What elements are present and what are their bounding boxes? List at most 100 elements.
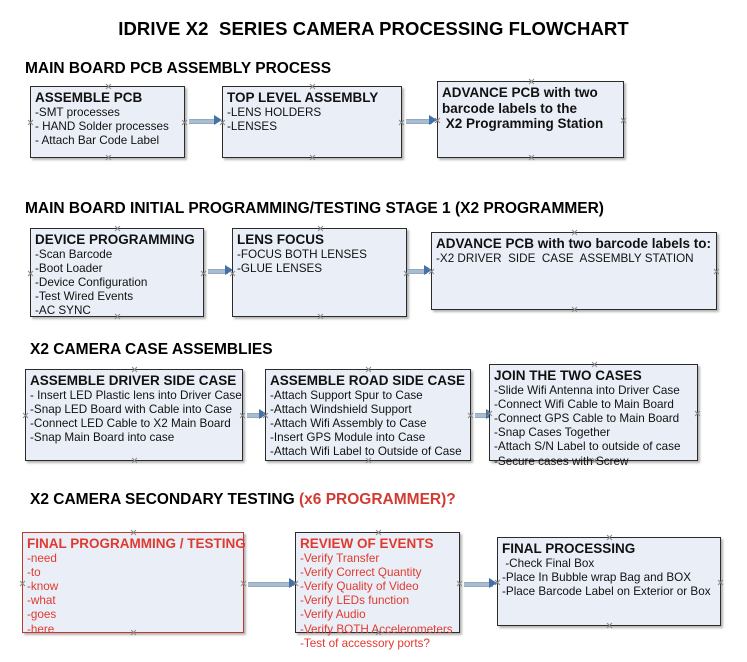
connection-handle-right[interactable] <box>620 117 627 124</box>
connection-handle-top[interactable] <box>130 529 137 536</box>
connection-handle-top[interactable] <box>571 229 578 236</box>
node-line: -X2 DRIVER SIDE CASE ASSEMBLY STATION <box>436 251 694 265</box>
node-title: ASSEMBLE PCB <box>35 90 143 105</box>
arrowhead-icon <box>259 409 267 419</box>
node-line-overflow: -Test of accessory ports? <box>300 636 430 650</box>
node-top-level-assembly[interactable]: TOP LEVEL ASSEMBLY -LENS HOLDERS -LENSES <box>222 86 402 158</box>
connection-handle-top[interactable] <box>606 534 613 541</box>
connection-handle-bottom[interactable] <box>606 622 613 629</box>
node-title: ADVANCE PCB with two barcode labels to: <box>436 236 712 251</box>
node-line: -Test Wired Events <box>35 290 134 304</box>
node-lens-focus[interactable]: LENS FOCUS -FOCUS BOTH LENSES -GLUE LENS… <box>232 228 407 317</box>
node-final-programming-testing[interactable]: FINAL PROGRAMMING / TESTING -need -to -k… <box>19 529 247 636</box>
connection-handle-top[interactable] <box>375 529 382 536</box>
node-line: -Verify Correct Quantity <box>300 565 422 579</box>
connection-handle-right[interactable] <box>240 580 247 587</box>
connection-handle-top[interactable] <box>528 78 535 85</box>
connection-handle-left[interactable] <box>19 580 26 587</box>
node-line: -Device Configuration <box>35 275 148 289</box>
node-line: -Verify Audio <box>300 608 366 622</box>
connection-handle-bottom[interactable] <box>309 154 316 161</box>
node-line: -Snap Main Board into case <box>30 431 175 445</box>
connection-handle-right[interactable] <box>717 579 724 586</box>
arrowhead-icon <box>225 265 233 275</box>
connection-handle-top[interactable] <box>309 83 316 90</box>
arrowhead-icon <box>424 265 432 275</box>
node-line: -Snap Cases Together <box>494 426 611 440</box>
connection-handle-top[interactable] <box>317 225 324 232</box>
node-line: - HAND Solder processes <box>35 119 169 133</box>
node-title: FINAL PROGRAMMING / TESTING <box>27 536 246 551</box>
node-line: -GLUE LENSES <box>237 261 323 275</box>
node-line: -to <box>27 565 41 579</box>
node-line: -Attach Windshield Support <box>270 402 412 416</box>
node-assemble-road-side-case[interactable]: ASSEMBLE ROAD SIDE CASE -Attach Support … <box>265 369 471 461</box>
node-title: barcode labels to the <box>442 100 578 116</box>
connection-handle-right[interactable] <box>239 412 246 419</box>
connection-handle-top[interactable] <box>131 366 138 373</box>
node-title: ASSEMBLE ROAD SIDE CASE <box>270 373 466 388</box>
node-advance-pcb-to-driver-side-case-assembly[interactable]: ADVANCE PCB with two barcode labels to: … <box>431 232 717 310</box>
node-line: -FOCUS BOTH LENSES <box>237 247 367 261</box>
node-line: -Insert GPS Module into Case <box>270 431 426 445</box>
connection-handle-right[interactable] <box>713 268 720 275</box>
arrowhead-icon <box>214 115 222 125</box>
node-title: JOIN THE TWO CASES <box>494 368 642 383</box>
section-heading-main-board-initial-programming: MAIN BOARD INITIAL PROGRAMMING/TESTING S… <box>25 200 604 217</box>
connection-handle-bottom[interactable] <box>528 154 535 161</box>
node-title: REVIEW OF EVENTS <box>300 536 434 551</box>
arrowhead-icon <box>289 578 297 588</box>
connection-handle-top[interactable] <box>591 361 598 368</box>
node-final-processing[interactable]: FINAL PROCESSING -Check Final Box -Place… <box>497 537 721 626</box>
connection-handle-top[interactable] <box>365 366 372 373</box>
connection-handle-left[interactable] <box>27 119 34 126</box>
connection-handle-right[interactable] <box>456 580 463 587</box>
arrowhead-icon <box>429 115 437 125</box>
node-advance-pcb-to-x2-programming-station[interactable]: ADVANCE PCB with two barcode labels to t… <box>437 81 624 158</box>
connector-final-programming-to-review-of-events <box>248 582 292 587</box>
node-line: -Secure cases with Screw <box>494 454 629 468</box>
connection-handle-right[interactable] <box>398 119 405 126</box>
node-line: -need <box>27 551 57 565</box>
node-line: -Check Final Box <box>502 556 595 570</box>
node-line: -Verify Transfer <box>300 551 380 565</box>
arrowhead-icon <box>489 578 497 588</box>
node-device-programming[interactable]: DEVICE PROGRAMMING -Scan Barcode -Boot L… <box>30 228 204 317</box>
connection-handle-left[interactable] <box>27 270 34 277</box>
node-line: -Attach Wifi Assembly to Case <box>270 416 427 430</box>
node-line: -Place Barcode Label on Exterior or Box <box>502 584 711 598</box>
node-line: -AC SYNC <box>35 304 91 318</box>
node-title: TOP LEVEL ASSEMBLY <box>227 90 379 105</box>
connection-handle-bottom[interactable] <box>317 313 324 320</box>
node-title: LENS FOCUS <box>237 232 325 247</box>
node-line: -goes <box>27 608 57 622</box>
connection-handle-right[interactable] <box>200 270 207 277</box>
node-assemble-driver-side-case[interactable]: ASSEMBLE DRIVER SIDE CASE - Insert LED P… <box>25 369 243 461</box>
connector-assemble-pcb-to-top-level <box>189 119 216 124</box>
connection-handle-top[interactable] <box>114 225 121 232</box>
section-heading-accent: (x6 PROGRAMMER)? <box>299 491 456 508</box>
node-line: -Attach Support Spur to Case <box>270 388 423 402</box>
node-line: -Attach S/N Label to outside of case <box>494 440 681 454</box>
connection-handle-right[interactable] <box>181 119 188 126</box>
node-title: ASSEMBLE DRIVER SIDE CASE <box>30 373 237 388</box>
node-review-of-events[interactable]: REVIEW OF EVENTS -Verify Transfer -Verif… <box>295 529 463 650</box>
connection-handle-bottom[interactable] <box>571 306 578 313</box>
node-line: - Insert LED Plastic lens into Driver Ca… <box>30 388 242 402</box>
node-assemble-pcb[interactable]: ASSEMBLE PCB -SMT processes - HAND Solde… <box>30 86 185 158</box>
node-line: -Attach Wifi Label to Outside of Case <box>270 445 462 459</box>
connection-handle-left[interactable] <box>22 412 29 419</box>
node-line: -here <box>27 622 55 636</box>
connection-handle-bottom[interactable] <box>105 154 112 161</box>
node-join-the-two-cases[interactable]: JOIN THE TWO CASES -Slide Wifi Antenna i… <box>489 361 701 468</box>
connection-handle-bottom[interactable] <box>131 457 138 464</box>
connector-road-case-to-join-cases <box>475 413 490 418</box>
section-heading-main-board-pcb-assembly: MAIN BOARD PCB ASSEMBLY PROCESS <box>25 60 332 77</box>
node-line: -Verify BOTH Accelerometers <box>300 622 453 636</box>
connection-handle-right[interactable] <box>467 412 474 419</box>
node-line: -Snap LED Board with Cable into Case <box>30 402 233 416</box>
connector-device-programming-to-lens-focus <box>208 269 228 274</box>
connection-handle-top[interactable] <box>105 83 112 90</box>
connection-handle-right[interactable] <box>694 410 701 417</box>
